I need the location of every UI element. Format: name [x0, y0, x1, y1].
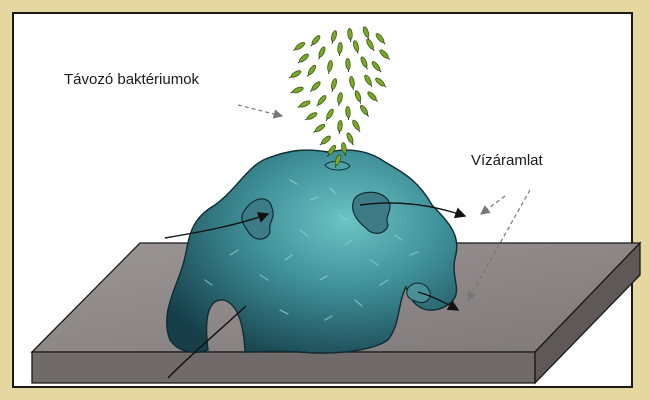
label-water-flow: Vízáramlat: [471, 152, 544, 169]
bacterium-tail: [339, 103, 340, 106]
bacterium: [346, 132, 355, 144]
bacterium: [345, 58, 350, 69]
bacterium-tail: [329, 71, 330, 74]
bacterium-tail: [366, 67, 367, 70]
bacterium: [360, 56, 369, 68]
bacterium: [306, 111, 318, 120]
bacterium-tail: [352, 143, 353, 146]
bacterium-tail: [383, 42, 385, 44]
label-departing-bacteria: Távozó baktériumok: [64, 71, 200, 88]
bacterium: [337, 120, 342, 131]
bacterium-tail: [353, 87, 354, 90]
bacterium-tail: [326, 118, 328, 121]
bacterium: [337, 92, 343, 104]
bacterium-tail: [371, 84, 373, 87]
departing-bacteria: [289, 26, 390, 167]
bacterium-tail: [367, 114, 369, 116]
bacterium: [347, 28, 352, 39]
bacterium: [307, 64, 317, 76]
bacterium: [294, 41, 306, 51]
bacterium-tail: [376, 100, 378, 102]
bacterium-tail: [319, 57, 320, 60]
bacterium-tail: [388, 58, 390, 60]
bacterium-tail: [307, 74, 309, 76]
bacterium: [345, 106, 350, 117]
bacterium: [292, 86, 304, 94]
bacterium-tail: [359, 129, 361, 132]
pointer-bacteria: [238, 105, 282, 116]
bacterium: [318, 46, 327, 58]
bacterium-tail: [310, 90, 312, 92]
pointer-flow-1: [481, 196, 505, 214]
bacterium-tail: [289, 77, 292, 79]
bacterium: [325, 108, 334, 120]
substrate-front-face: [32, 352, 535, 383]
bacterium-tail: [317, 104, 319, 106]
bacterium: [290, 69, 302, 78]
bacterium: [330, 30, 337, 42]
bacterium-tail: [384, 85, 386, 87]
bacterium: [337, 42, 342, 53]
bacterium-tail: [305, 119, 308, 121]
bacterium-tail: [320, 143, 322, 145]
bacterium: [327, 60, 333, 72]
bacterium: [330, 78, 337, 90]
bacterium: [359, 104, 369, 116]
bacterium-tail: [311, 44, 313, 46]
bacterium-tail: [379, 70, 381, 72]
bacterium: [352, 40, 359, 52]
bacterium-tail: [298, 106, 301, 107]
bacterium: [365, 38, 374, 50]
bacterium-tail: [293, 49, 295, 51]
bacterium: [354, 90, 362, 102]
bacterium: [299, 100, 311, 109]
bacterium: [351, 119, 360, 131]
bacterium: [363, 74, 372, 86]
bacterium-tail: [345, 153, 346, 156]
bacterium-tail: [313, 131, 315, 133]
bacterium-tail: [298, 61, 300, 63]
bacterium: [314, 123, 326, 133]
bacterium: [362, 26, 370, 38]
bacterium-tail: [373, 48, 375, 51]
bacterium: [349, 76, 355, 88]
